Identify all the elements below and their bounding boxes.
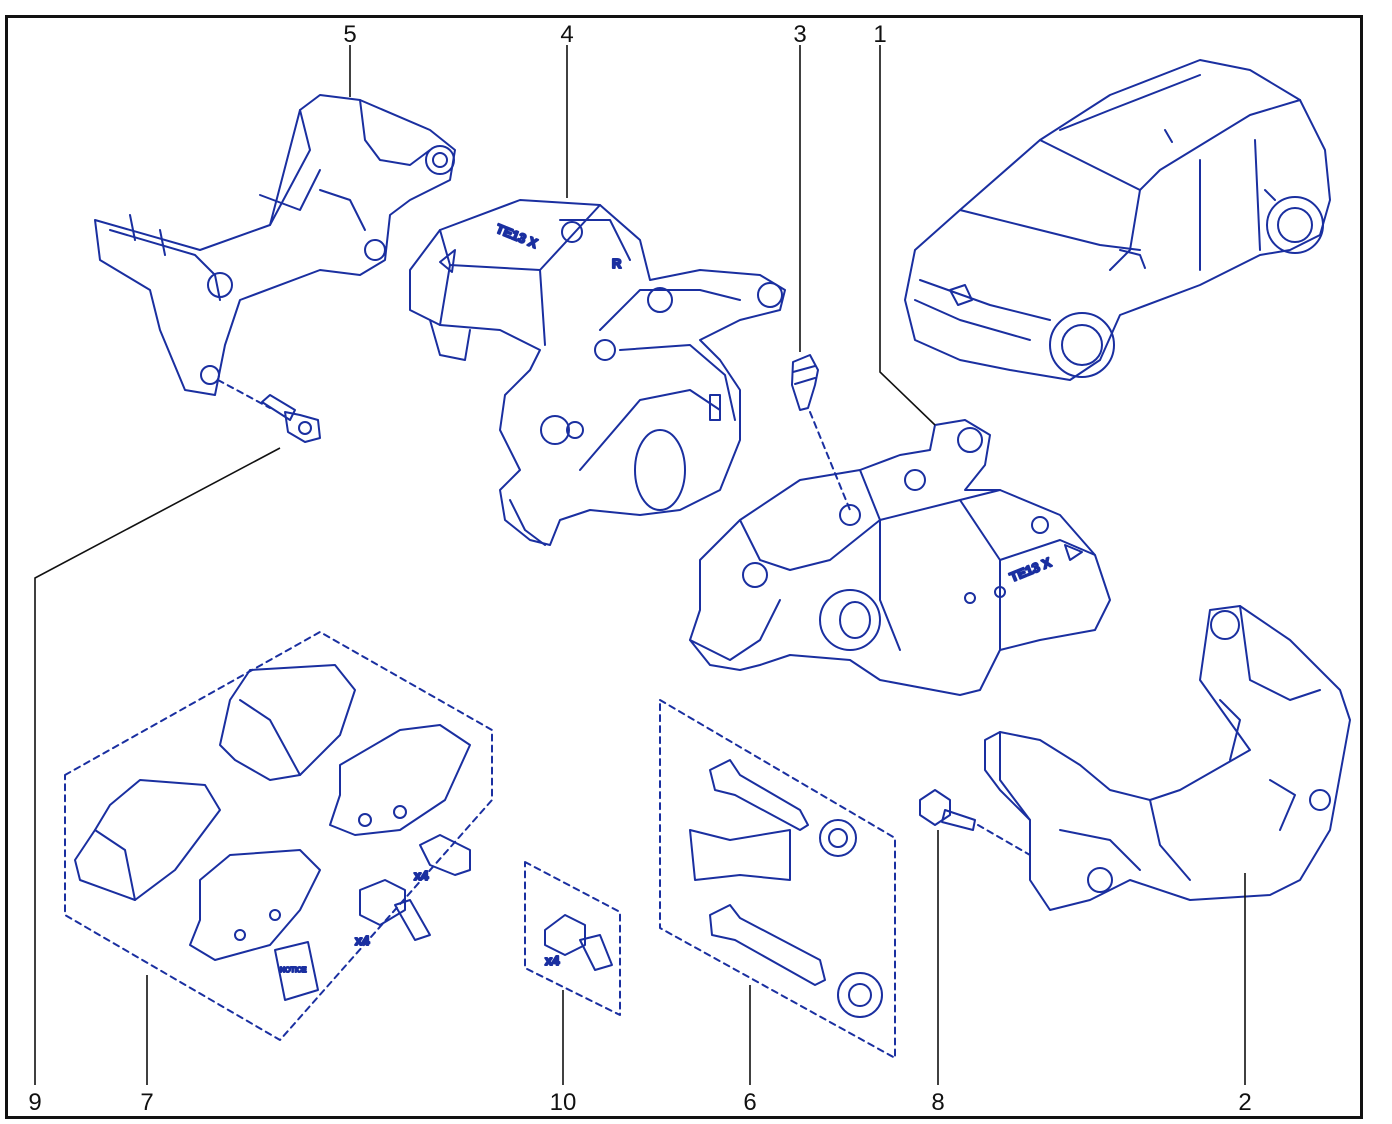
leader-lines bbox=[34, 45, 1246, 1085]
callout-5: 5 bbox=[343, 21, 356, 48]
brake-pads-kit bbox=[74, 664, 471, 1001]
callout-8: 8 bbox=[931, 1089, 944, 1116]
caliper-left bbox=[409, 199, 786, 546]
callout-1: 1 bbox=[873, 21, 886, 48]
bleed-screw bbox=[791, 354, 819, 411]
caliper-left-code: TE13 X bbox=[494, 221, 540, 251]
clip-kit bbox=[544, 914, 613, 971]
carrier-bolt-left bbox=[261, 394, 321, 443]
callout-10: 10 bbox=[550, 1089, 577, 1116]
pad-bolts-quantity: x4 bbox=[414, 868, 429, 883]
diagram-frame bbox=[5, 15, 1363, 1119]
notice-booklet-label: NOTICE bbox=[280, 967, 307, 974]
callout-7: 7 bbox=[140, 1089, 153, 1116]
caliper-carrier-right bbox=[984, 605, 1351, 911]
guide-pin-kit bbox=[689, 759, 883, 1018]
carrier-bolt-right bbox=[919, 789, 976, 831]
callout-6: 6 bbox=[743, 1089, 756, 1116]
caliper-right bbox=[689, 419, 1111, 696]
callout-3: 3 bbox=[793, 21, 806, 48]
callout-4: 4 bbox=[560, 21, 573, 48]
pad-clips-quantity: x4 bbox=[355, 933, 370, 948]
caliper-left-side-mark: R bbox=[612, 256, 622, 271]
caliper-right-code: TE13 X bbox=[1008, 555, 1054, 585]
clip-kit-quantity: x4 bbox=[545, 953, 560, 968]
vehicle-illustration bbox=[904, 59, 1331, 381]
callout-9: 9 bbox=[28, 1089, 41, 1116]
caliper-carrier-left bbox=[94, 94, 456, 396]
callout-2: 2 bbox=[1238, 1089, 1251, 1116]
